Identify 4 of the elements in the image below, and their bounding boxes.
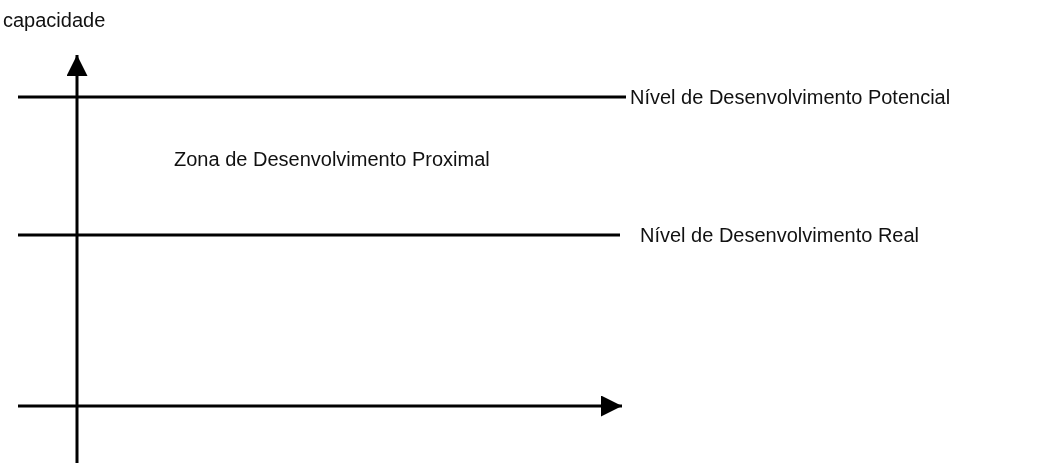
zone-label: Zona de Desenvolvimento Proximal	[174, 149, 490, 169]
level-label: Nível de Desenvolvimento Real	[640, 225, 920, 245]
level-label: Nível de Desenvolvimento Potencial	[630, 87, 951, 107]
axis-title: capacidade	[3, 10, 106, 30]
